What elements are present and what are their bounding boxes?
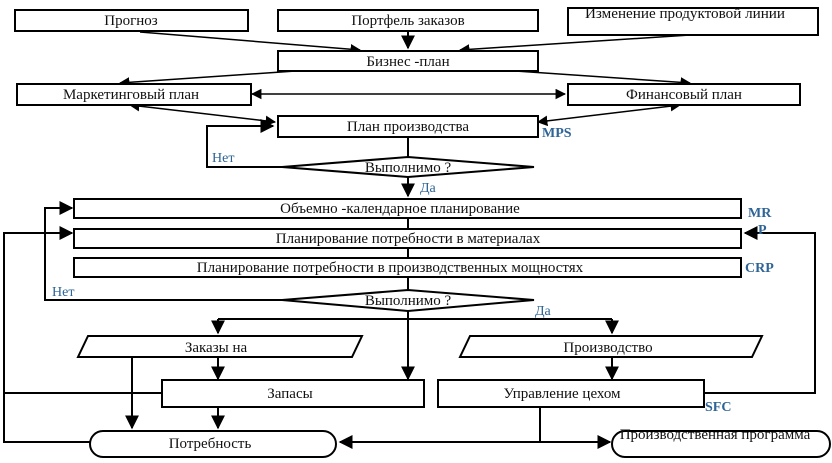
tag-mps: MPS xyxy=(542,126,572,141)
node-production-program: Производственная программа xyxy=(611,427,831,458)
tag-mrp-line1: MR xyxy=(748,206,772,221)
node-production: Производство xyxy=(458,335,764,358)
label-no-2: Нет xyxy=(52,285,74,300)
svg-text:Запасы: Запасы xyxy=(267,386,312,402)
svg-text:Маркетинговый план: Маркетинговый план xyxy=(63,87,199,103)
label-no-1: Нет xyxy=(212,151,234,166)
node-inventory: Запасы xyxy=(161,379,425,408)
node-feasible-1: Выполнимо ? xyxy=(281,155,535,179)
svg-text:Бизнес -план: Бизнес -план xyxy=(366,54,449,70)
node-order-portfolio: Портфель заказов xyxy=(277,9,539,32)
node-demand: Потребность xyxy=(89,430,337,458)
svg-text:Прогноз: Прогноз xyxy=(104,13,158,29)
node-business-plan: Бизнес -план xyxy=(277,50,539,72)
node-forecast: Прогноз xyxy=(14,9,249,32)
node-master-scheduling: Объемно -календарное планирование xyxy=(73,198,742,219)
svg-text:Производство: Производство xyxy=(563,340,652,356)
node-feasible-2: Выполнимо ? xyxy=(281,288,535,313)
svg-text:План производства: План производства xyxy=(347,119,470,135)
svg-text:Планирование потребности в про: Планирование потребности в производствен… xyxy=(197,260,584,276)
svg-text:Планирование потребности в мат: Планирование потребности в материалах xyxy=(276,231,541,247)
label-yes-1: Да xyxy=(420,181,437,196)
svg-text:Производственная программа: Производственная программа xyxy=(620,427,811,443)
svg-text:Финансовый план: Финансовый план xyxy=(626,87,742,103)
svg-text:Выполнимо ?: Выполнимо ? xyxy=(365,293,452,309)
svg-text:Портфель заказов: Портфель заказов xyxy=(351,13,464,29)
node-production-plan: План производства xyxy=(277,115,539,138)
node-product-line-change: Изменение продуктовой линии xyxy=(567,6,819,36)
tag-mrp-line2: P xyxy=(758,223,767,238)
svg-text:Управление цехом: Управление цехом xyxy=(503,386,621,402)
node-orders: Заказы на xyxy=(76,335,364,358)
svg-text:Изменение продуктовой линии: Изменение продуктовой линии xyxy=(585,6,785,22)
tag-crp: CRP xyxy=(745,261,774,276)
node-marketing-plan: Маркетинговый план xyxy=(16,83,252,106)
node-financial-plan: Финансовый план xyxy=(567,83,801,106)
tag-sfc: SFC xyxy=(705,400,731,415)
node-shop-floor: Управление цехом xyxy=(437,379,705,408)
node-material-requirements: Планирование потребности в материалах xyxy=(73,228,742,249)
node-capacity-requirements: Планирование потребности в производствен… xyxy=(73,257,742,278)
label-yes-2: Да xyxy=(535,304,552,319)
svg-text:Потребность: Потребность xyxy=(169,436,252,452)
svg-text:Объемно -календарное планирова: Объемно -календарное планирование xyxy=(280,201,520,217)
svg-text:Заказы на: Заказы на xyxy=(185,340,248,356)
connectors xyxy=(3,31,816,449)
svg-text:Выполнимо ?: Выполнимо ? xyxy=(365,160,452,176)
